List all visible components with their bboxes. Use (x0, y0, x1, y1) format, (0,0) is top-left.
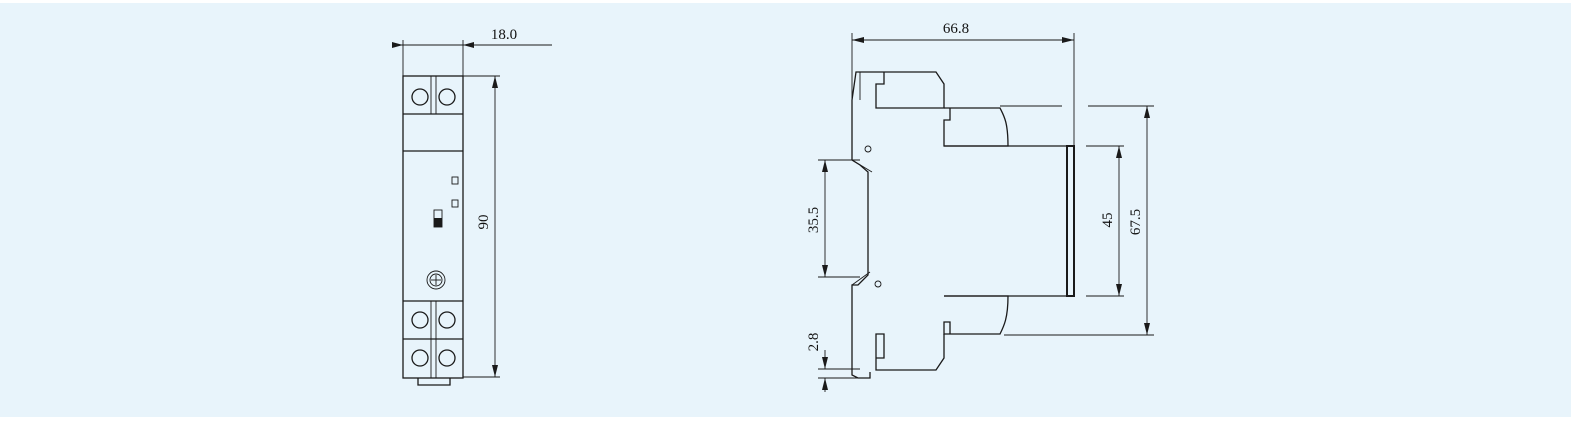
drawing-background (0, 3, 1571, 417)
front-led-indicator (451, 199, 459, 208)
front-width-label: 18.0 (491, 27, 517, 43)
front-height-label: 90 (476, 215, 492, 230)
side-rail-hook-top (851, 159, 873, 173)
side-clip-label: 2.8 (806, 333, 822, 352)
side-body-height-dimension: 45 (1086, 145, 1124, 297)
front-terminal-screw (411, 349, 429, 367)
front-body-outline (402, 75, 464, 379)
front-terminal-screw (438, 311, 456, 329)
side-front-cover (1066, 145, 1075, 297)
side-depth-dimension: 66.8 (851, 21, 1075, 146)
front-terminal-screw (438, 88, 456, 106)
front-terminal-screw (438, 349, 456, 367)
front-terminal-screw (411, 88, 429, 106)
front-din-clip-tab (417, 378, 451, 386)
side-pivot-hole (864, 145, 872, 153)
front-terminal-screw (411, 311, 429, 329)
side-terminal-height-label: 67.5 (1128, 209, 1144, 235)
front-dip-switch-knob (434, 218, 442, 227)
front-led-indicator (451, 176, 459, 185)
side-view: 66.8 35.5 2.8 45 (806, 21, 1154, 392)
side-rail-label: 35.5 (806, 207, 822, 233)
front-width-dimension: 18.0 (392, 27, 552, 76)
side-body-height-label: 45 (1100, 213, 1116, 228)
side-rail-hook-bottom (851, 271, 871, 286)
front-view: 18.0 90 (392, 27, 552, 386)
front-potentiometer (426, 270, 446, 290)
side-pivot-hole (874, 280, 882, 288)
side-rail-dimension: 35.5 (806, 159, 860, 278)
side-terminal-height-dimension: 67.5 (1088, 105, 1154, 335)
side-clip-dimension: 2.8 (806, 333, 860, 392)
side-depth-label: 66.8 (943, 21, 969, 37)
side-bottom-terminal-lower (875, 333, 945, 371)
front-height-dimension: 90 (463, 75, 500, 378)
side-top-terminal-upper (875, 71, 945, 109)
side-bottom-terminal-upper (943, 295, 1009, 335)
side-top-terminal-lower (943, 107, 1009, 147)
